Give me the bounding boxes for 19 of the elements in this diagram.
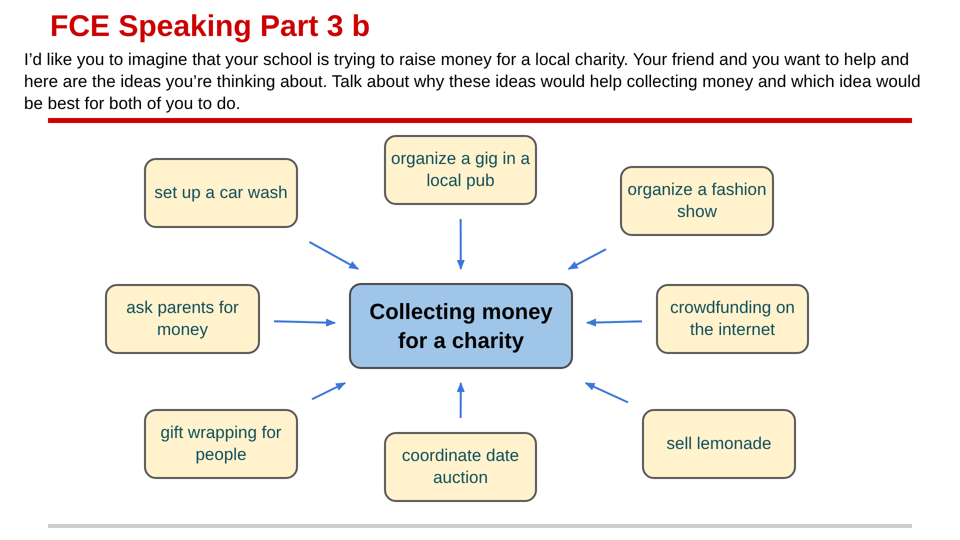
idea-box: organize a gig in a local pub	[384, 135, 537, 205]
arrow	[456, 382, 465, 418]
arrow	[586, 318, 642, 327]
idea-box: coordinate date auction	[384, 432, 537, 502]
arrow	[568, 248, 606, 270]
slide-title: FCE Speaking Part 3 b	[50, 9, 370, 45]
idea-box: sell lemonade	[642, 409, 796, 479]
arrow	[274, 318, 336, 327]
arrow	[584, 382, 628, 404]
arrow	[308, 241, 360, 270]
central-topic-box: Collecting money for a charity	[349, 283, 573, 369]
idea-box: set up a car wash	[144, 158, 298, 228]
arrow	[312, 382, 346, 400]
idea-box: organize a fashion show	[620, 166, 774, 236]
idea-box: ask parents for money	[105, 284, 260, 354]
instructions-paragraph: I’d like you to imagine that your school is trying to raise money for a local charity. Your friend and you want to help and here are the ideas you’re thinking about. Talk about why these ideas would help collecting money and which idea would be best for both of you to do.	[24, 49, 922, 115]
idea-box: crowdfunding on the internet	[656, 284, 809, 354]
arrow	[456, 219, 465, 270]
idea-box: gift wrapping for people	[144, 409, 298, 479]
